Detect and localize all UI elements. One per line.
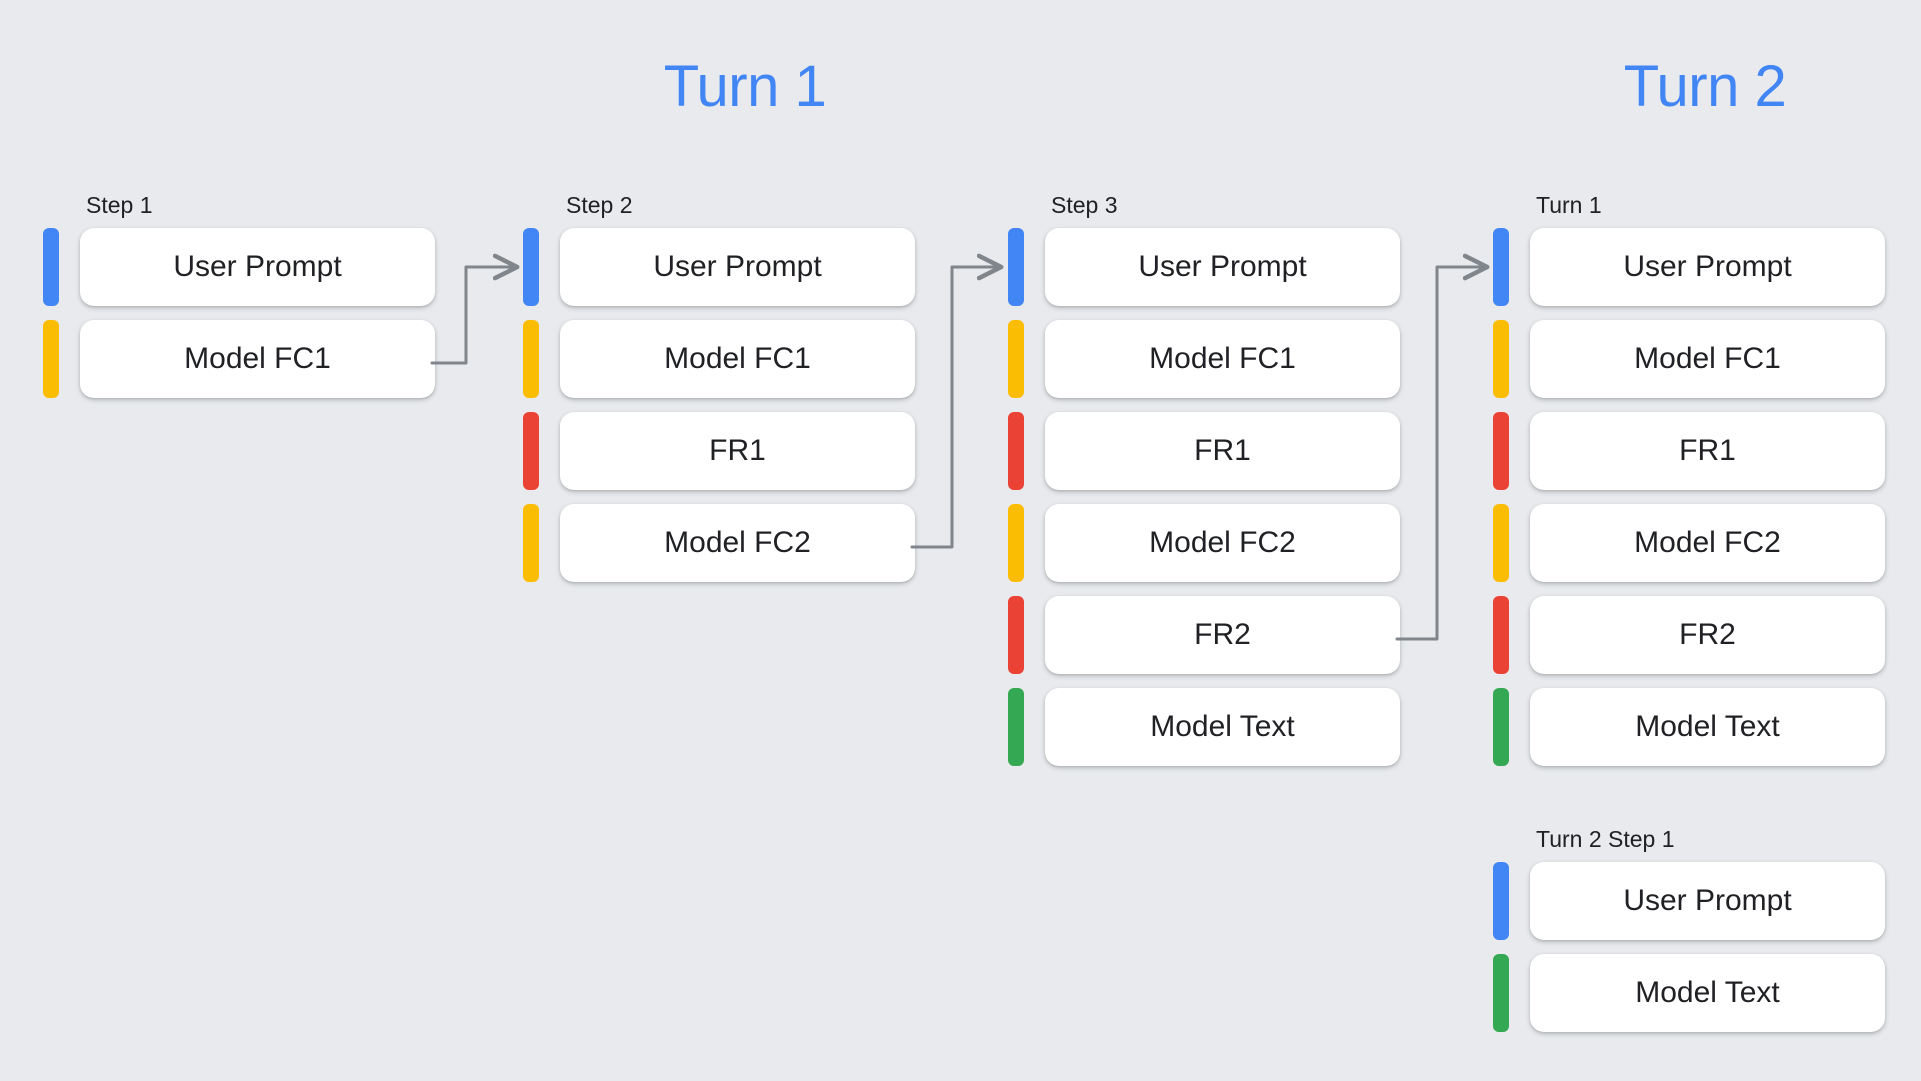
role-color-bar-model-function-call — [523, 504, 539, 582]
content-card-model-text[interactable]: Model Text — [1530, 954, 1885, 1032]
content-card-user-prompt[interactable]: User Prompt — [80, 228, 435, 306]
role-color-bar-function-response — [1008, 412, 1024, 490]
connector-step3-to-turn1 — [1395, 267, 1486, 641]
role-color-bar-user-prompt — [1493, 228, 1509, 306]
card-label: User Prompt — [1623, 884, 1792, 917]
card-label: User Prompt — [653, 250, 822, 283]
role-color-bar-model-function-call — [523, 320, 539, 398]
group-label: Turn 2 Step 1 — [1536, 826, 1675, 852]
history-row[interactable]: User Prompt — [1008, 228, 1400, 306]
card-label: User Prompt — [1623, 250, 1792, 283]
connector-step2-to-step3 — [910, 267, 1000, 549]
history-row[interactable]: FR1 — [1493, 412, 1885, 490]
content-card-model-function-call[interactable]: Model FC1 — [1530, 320, 1885, 398]
card-label: FR2 — [1194, 618, 1251, 651]
history-row[interactable]: Model FC1 — [43, 320, 435, 398]
card-label: Model FC1 — [184, 342, 331, 375]
card-label: User Prompt — [173, 250, 342, 283]
card-label: Model Text — [1635, 976, 1780, 1009]
role-color-bar-user-prompt — [1008, 228, 1024, 306]
card-label: FR1 — [709, 434, 766, 467]
history-row[interactable]: User Prompt — [43, 228, 435, 306]
content-card-function-response[interactable]: FR1 — [1530, 412, 1885, 490]
role-color-bar-user-prompt — [1493, 862, 1509, 940]
card-label: Model FC2 — [1634, 526, 1781, 559]
history-row[interactable]: FR2 — [1493, 596, 1885, 674]
role-color-bar-function-response — [1008, 596, 1024, 674]
role-color-bar-model-function-call — [43, 320, 59, 398]
role-color-bar-model-text — [1493, 954, 1509, 1032]
card-label: Model Text — [1150, 710, 1295, 743]
role-color-bar-model-text — [1008, 688, 1024, 766]
card-label: User Prompt — [1138, 250, 1307, 283]
group-label: Step 3 — [1051, 192, 1118, 218]
content-card-function-response[interactable]: FR1 — [1045, 412, 1400, 490]
role-color-bar-user-prompt — [523, 228, 539, 306]
role-color-bar-function-response — [1493, 412, 1509, 490]
connector-step1-to-step2 — [430, 267, 516, 365]
card-label: FR1 — [1194, 434, 1251, 467]
role-color-bar-model-function-call — [1493, 320, 1509, 398]
role-color-bar-model-function-call — [1008, 320, 1024, 398]
history-row[interactable]: Model FC2 — [1493, 504, 1885, 582]
history-row[interactable]: User Prompt — [1493, 228, 1885, 306]
card-label: Model FC2 — [664, 526, 811, 559]
content-card-function-response[interactable]: FR1 — [560, 412, 915, 490]
card-label: FR2 — [1679, 618, 1736, 651]
section-title-turn-2: Turn 2 — [1623, 54, 1787, 119]
history-row[interactable]: Model Text — [1008, 688, 1400, 766]
role-color-bar-function-response — [1493, 596, 1509, 674]
group-label: Step 2 — [566, 192, 633, 218]
card-label: Model Text — [1635, 710, 1780, 743]
history-row[interactable]: Model FC2 — [523, 504, 915, 582]
content-card-function-response[interactable]: FR2 — [1045, 596, 1400, 674]
history-row[interactable]: Model FC1 — [1008, 320, 1400, 398]
history-row[interactable]: Model FC1 — [1493, 320, 1885, 398]
history-row[interactable]: Model FC2 — [1008, 504, 1400, 582]
section-title-turn-1: Turn 1 — [663, 54, 827, 119]
group-label: Turn 1 — [1536, 192, 1602, 218]
content-card-model-text[interactable]: Model Text — [1045, 688, 1400, 766]
card-label: Model FC2 — [1149, 526, 1296, 559]
history-row[interactable]: User Prompt — [1493, 862, 1885, 940]
role-color-bar-model-function-call — [1493, 504, 1509, 582]
history-row[interactable]: Model Text — [1493, 954, 1885, 1032]
history-row[interactable]: FR2 — [1008, 596, 1400, 674]
content-card-function-response[interactable]: FR2 — [1530, 596, 1885, 674]
history-row[interactable]: Model Text — [1493, 688, 1885, 766]
content-card-user-prompt[interactable]: User Prompt — [1530, 862, 1885, 940]
history-row[interactable]: FR1 — [1008, 412, 1400, 490]
role-color-bar-model-text — [1493, 688, 1509, 766]
content-card-model-function-call[interactable]: Model FC2 — [1045, 504, 1400, 582]
content-card-model-function-call[interactable]: Model FC1 — [1045, 320, 1400, 398]
history-row[interactable]: Model FC1 — [523, 320, 915, 398]
history-row[interactable]: User Prompt — [523, 228, 915, 306]
content-card-model-function-call[interactable]: Model FC1 — [80, 320, 435, 398]
card-label: Model FC1 — [664, 342, 811, 375]
role-color-bar-function-response — [523, 412, 539, 490]
card-label: Model FC1 — [1634, 342, 1781, 375]
role-color-bar-model-function-call — [1008, 504, 1024, 582]
card-label: FR1 — [1679, 434, 1736, 467]
history-row[interactable]: FR1 — [523, 412, 915, 490]
content-card-user-prompt[interactable]: User Prompt — [560, 228, 915, 306]
content-card-user-prompt[interactable]: User Prompt — [1045, 228, 1400, 306]
content-card-model-function-call[interactable]: Model FC2 — [560, 504, 915, 582]
content-card-user-prompt[interactable]: User Prompt — [1530, 228, 1885, 306]
role-color-bar-user-prompt — [43, 228, 59, 306]
content-card-model-text[interactable]: Model Text — [1530, 688, 1885, 766]
card-label: Model FC1 — [1149, 342, 1296, 375]
group-label: Step 1 — [86, 192, 153, 218]
content-card-model-function-call[interactable]: Model FC1 — [560, 320, 915, 398]
content-card-model-function-call[interactable]: Model FC2 — [1530, 504, 1885, 582]
